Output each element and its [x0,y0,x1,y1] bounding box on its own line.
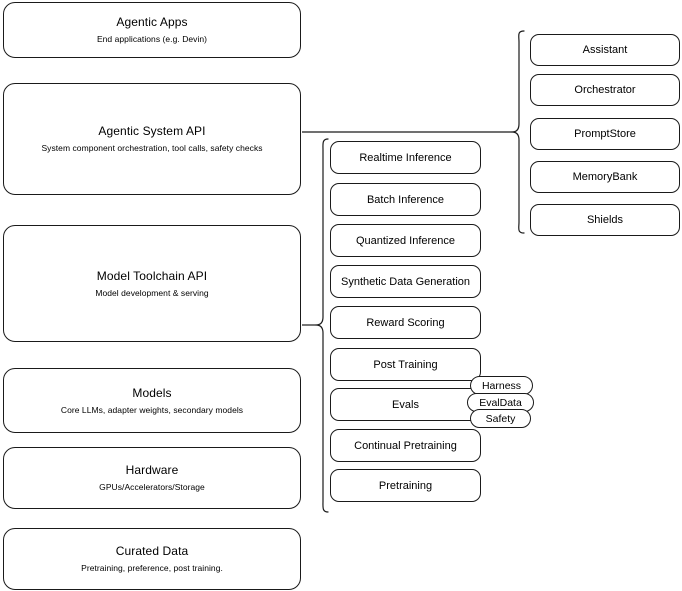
capability-realtime-inference[interactable]: Realtime Inference [330,141,481,174]
system-component-orchestrator[interactable]: Orchestrator [530,74,680,106]
capability-continual-pretraining[interactable]: Continual Pretraining [330,429,481,462]
capability-evals[interactable]: Evals [330,388,481,421]
layer-subtitle: Core LLMs, adapter weights, secondary mo… [60,404,244,415]
system-component-label: PromptStore [574,128,636,140]
layer-title: Curated Data [115,544,189,558]
capability-batch-inference[interactable]: Batch Inference [330,183,481,216]
capability-label: Synthetic Data Generation [340,275,471,288]
layer-title: Hardware [125,463,179,477]
capability-reward-scoring[interactable]: Reward Scoring [330,306,481,339]
layer-agentic-system-api[interactable]: Agentic System API System component orch… [3,83,301,195]
layer-subtitle: End applications (e.g. Devin) [96,34,208,44]
layer-curated-data[interactable]: Curated Data Pretraining, preference, po… [3,528,301,590]
system-component-assistant[interactable]: Assistant [530,34,680,66]
capability-label: Evals [392,398,419,411]
system-component-label: Orchestrator [574,84,636,96]
system-component-memorybank[interactable]: MemoryBank [530,161,680,193]
layer-hardware[interactable]: Hardware GPUs/Accelerators/Storage [3,447,301,509]
capability-label: Reward Scoring [366,316,445,329]
system-component-label: Assistant [582,44,628,56]
layer-models[interactable]: Models Core LLMs, adapter weights, secon… [3,368,301,433]
layer-subtitle: Pretraining, preference, post training. [81,563,223,573]
layer-subtitle: System component orchestration, tool cal… [41,143,263,153]
capability-post-training[interactable]: Post Training [330,348,481,381]
system-component-label: Shields [586,214,624,226]
capability-label: Batch Inference [366,193,445,206]
capability-label: Pretraining [378,479,433,492]
capability-label: Quantized Inference [355,234,456,247]
capability-label: Realtime Inference [359,151,452,164]
capability-label: Post Training [373,358,438,371]
capability-pretraining[interactable]: Pretraining [330,469,481,502]
system-component-promptstore[interactable]: PromptStore [530,118,680,150]
capability-synthetic-data-generation[interactable]: Synthetic Data Generation [330,265,481,298]
layer-subtitle: Model development & serving [95,287,209,298]
layer-title: Models [132,385,172,400]
eval-subcomponent-safety[interactable]: Safety [470,409,531,428]
layer-title: Model Toolchain API [96,268,208,283]
capability-label: Continual Pretraining [354,439,457,452]
layer-model-toolchain-api[interactable]: Model Toolchain API Model development & … [3,225,301,342]
system-component-label: MemoryBank [572,171,638,183]
layer-subtitle: GPUs/Accelerators/Storage [99,482,205,492]
layer-title: Agentic System API [98,124,206,138]
capability-quantized-inference[interactable]: Quantized Inference [330,224,481,257]
layer-title: Agentic Apps [116,15,188,29]
layer-agentic-apps[interactable]: Agentic Apps End applications (e.g. Devi… [3,2,301,58]
system-component-shields[interactable]: Shields [530,204,680,236]
